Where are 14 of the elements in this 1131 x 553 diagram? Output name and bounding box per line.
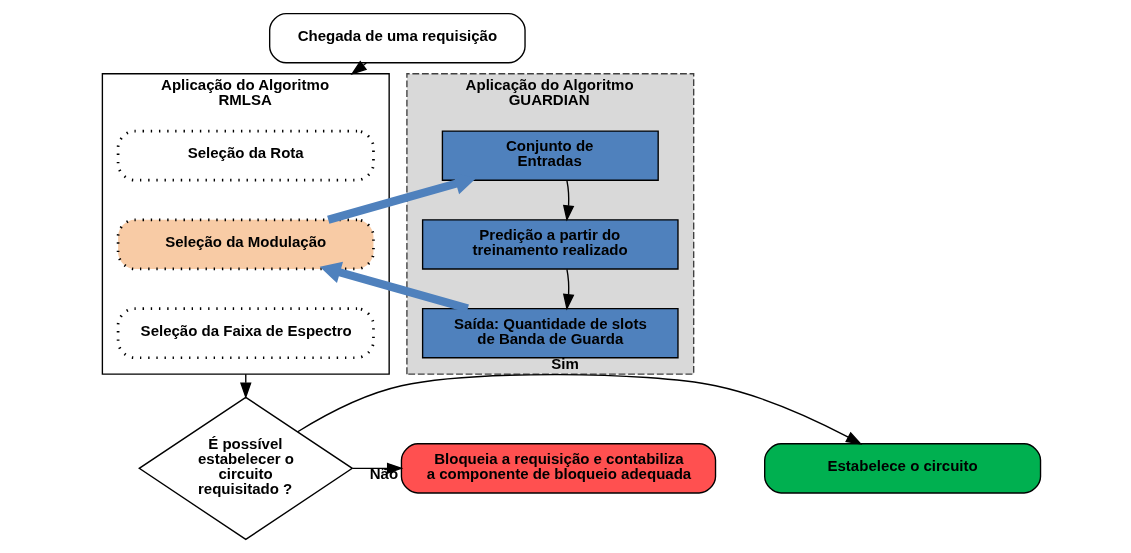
node-box: Bloqueia a requisição e contabiliza a componente de bloqueio adequada <box>400 443 716 494</box>
node-diamond: É possível estabelecer o circuito requisitado ? <box>137 396 354 541</box>
node-box: Saída: Quantidade de slots de Banda de Guarda <box>421 307 679 359</box>
node-box: Estabelece o circuito <box>763 443 1041 494</box>
node-box: Predição a partir do treinamento realizado <box>421 219 679 270</box>
arrow <box>319 261 469 313</box>
node-box: Seleção da Rota <box>116 129 375 182</box>
arrow <box>296 373 862 445</box>
arrow <box>562 268 574 311</box>
arrow <box>350 60 367 75</box>
arrow <box>562 179 574 222</box>
node-box: Seleção da Faixa de Espectro <box>116 307 375 360</box>
node-box: Seleção da Modulação <box>116 218 375 271</box>
node-box: Conjunto de Entradas <box>441 130 659 181</box>
